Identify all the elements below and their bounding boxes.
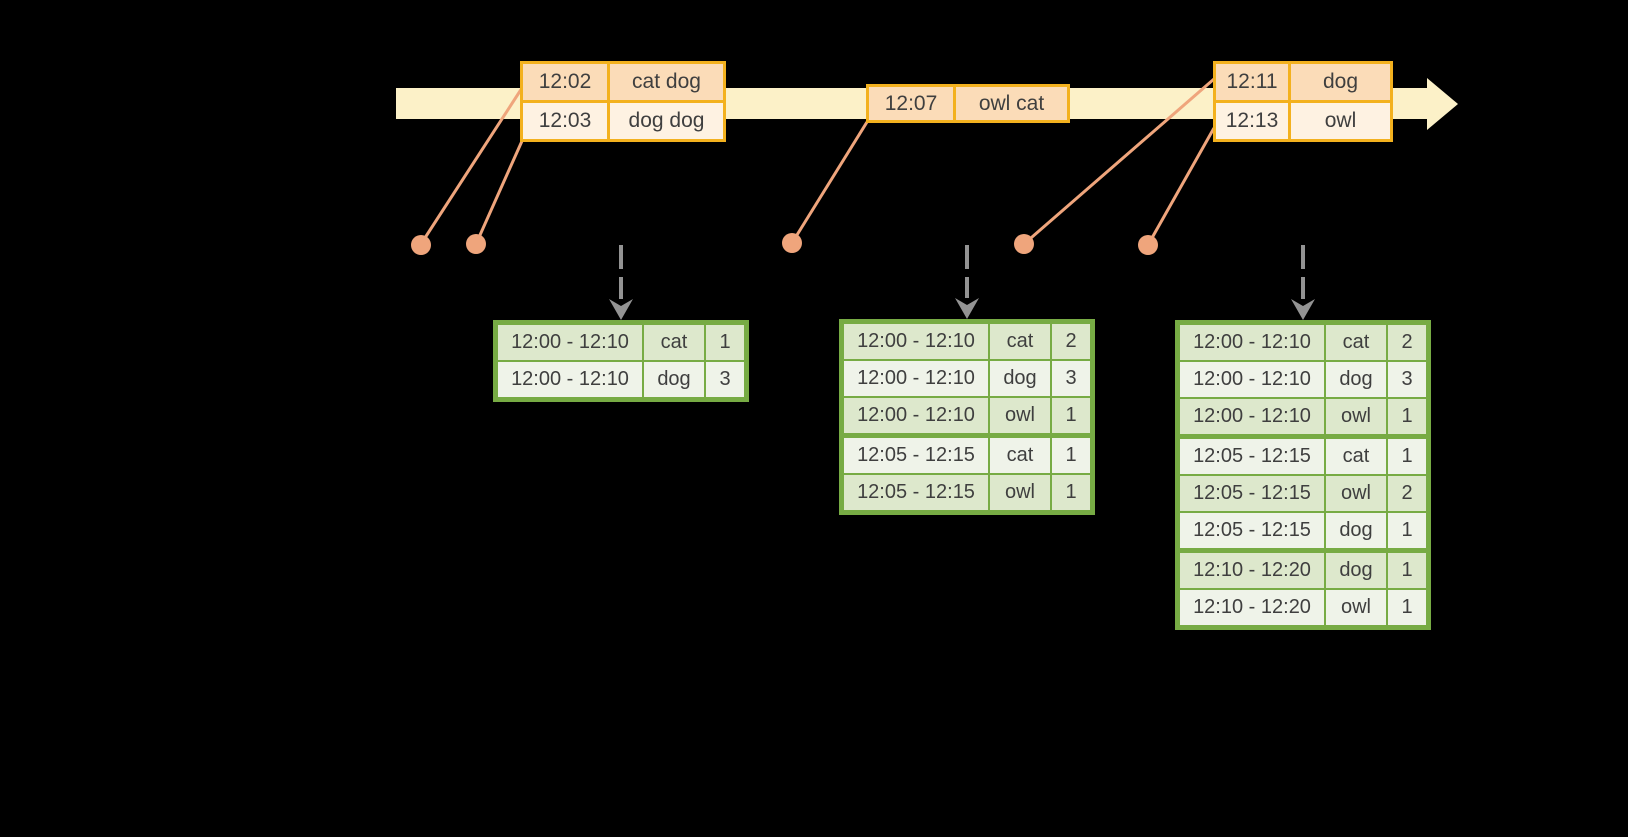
result-table-2: 12:00 - 12:10 cat 2 12:00 - 12:10 dog 3 … bbox=[839, 319, 1095, 515]
result-table-3: 12:00 - 12:10 cat 2 12:00 - 12:10 dog 3 … bbox=[1175, 320, 1431, 630]
event-row: 12:02 cat dog bbox=[523, 64, 723, 100]
event-dot-5 bbox=[1138, 235, 1158, 255]
connector-line-5 bbox=[1146, 127, 1216, 246]
word-cell: dog bbox=[990, 361, 1050, 396]
word-cell: owl bbox=[990, 398, 1050, 433]
event-dot-2 bbox=[466, 234, 486, 254]
window-cell: 12:05 - 12:15 bbox=[844, 438, 988, 473]
result-table-1: 12:00 - 12:10 cat 1 12:00 - 12:10 dog 3 bbox=[493, 320, 749, 402]
window-cell: 12:00 - 12:10 bbox=[1180, 399, 1324, 434]
count-cell: 1 bbox=[1052, 438, 1090, 473]
event-row: 12:13 owl bbox=[1216, 103, 1390, 139]
count-cell: 1 bbox=[1388, 399, 1426, 434]
result-row: 12:00 - 12:10 cat 2 bbox=[844, 324, 1090, 359]
window-cell: 12:10 - 12:20 bbox=[1180, 553, 1324, 588]
event-table-1: 12:02 cat dog 12:03 dog dog bbox=[520, 61, 726, 142]
window-cell: 12:00 - 12:10 bbox=[844, 398, 988, 433]
result-row: 12:05 - 12:15 dog 1 bbox=[1180, 513, 1426, 548]
connector-line-4 bbox=[1023, 77, 1215, 246]
event-row: 12:03 dog dog bbox=[523, 103, 723, 139]
arrow-down-icon bbox=[955, 298, 979, 319]
event-words-cell: dog bbox=[1291, 64, 1390, 100]
word-cell: owl bbox=[1326, 399, 1386, 434]
event-words-cell: cat dog bbox=[610, 64, 723, 100]
window-cell: 12:00 - 12:10 bbox=[498, 362, 642, 397]
window-cell: 12:05 - 12:15 bbox=[1180, 476, 1324, 511]
connector-line-2 bbox=[474, 140, 524, 245]
count-cell: 1 bbox=[706, 325, 744, 360]
result-row: 12:00 - 12:10 dog 3 bbox=[844, 361, 1090, 396]
count-cell: 2 bbox=[1388, 325, 1426, 360]
word-cell: cat bbox=[644, 325, 704, 360]
event-row: 12:07 owl cat bbox=[869, 87, 1067, 120]
window-cell: 12:05 - 12:15 bbox=[1180, 439, 1324, 474]
word-cell: owl bbox=[1326, 476, 1386, 511]
word-cell: cat bbox=[990, 438, 1050, 473]
event-words-cell: dog dog bbox=[610, 103, 723, 139]
word-cell: dog bbox=[1326, 362, 1386, 397]
event-row: 12:11 dog bbox=[1216, 64, 1390, 100]
event-time-cell: 12:13 bbox=[1216, 103, 1288, 139]
result-row: 12:00 - 12:10 dog 3 bbox=[1180, 362, 1426, 397]
result-row: 12:00 - 12:10 cat 2 bbox=[1180, 325, 1426, 360]
event-words-cell: owl bbox=[1291, 103, 1390, 139]
word-cell: dog bbox=[1326, 513, 1386, 548]
result-row: 12:05 - 12:15 cat 1 bbox=[1180, 439, 1426, 474]
result-row: 12:10 - 12:20 dog 1 bbox=[1180, 553, 1426, 588]
event-time-cell: 12:07 bbox=[869, 87, 953, 120]
event-time-cell: 12:11 bbox=[1216, 64, 1288, 100]
count-cell: 2 bbox=[1388, 476, 1426, 511]
result-row: 12:00 - 12:10 cat 1 bbox=[498, 325, 744, 360]
result-row: 12:05 - 12:15 owl 2 bbox=[1180, 476, 1426, 511]
arrow-down-icon bbox=[609, 299, 633, 320]
result-row: 12:00 - 12:10 owl 1 bbox=[1180, 399, 1426, 434]
window-cell: 12:00 - 12:10 bbox=[844, 361, 988, 396]
window-cell: 12:00 - 12:10 bbox=[498, 325, 642, 360]
word-cell: owl bbox=[990, 475, 1050, 510]
count-cell: 2 bbox=[1052, 324, 1090, 359]
trigger-arrow-3 bbox=[1291, 245, 1315, 320]
event-time-cell: 12:02 bbox=[523, 64, 607, 100]
event-table-2: 12:07 owl cat bbox=[866, 84, 1070, 123]
count-cell: 3 bbox=[1388, 362, 1426, 397]
timeline-arrowhead-icon bbox=[1427, 78, 1458, 130]
event-time-cell: 12:03 bbox=[523, 103, 607, 139]
window-cell: 12:00 - 12:10 bbox=[1180, 362, 1324, 397]
result-row: 12:05 - 12:15 owl 1 bbox=[844, 475, 1090, 510]
window-cell: 12:05 - 12:15 bbox=[844, 475, 988, 510]
result-row: 12:00 - 12:10 owl 1 bbox=[844, 398, 1090, 433]
count-cell: 1 bbox=[1388, 513, 1426, 548]
window-cell: 12:05 - 12:15 bbox=[1180, 513, 1324, 548]
count-cell: 1 bbox=[1388, 553, 1426, 588]
result-row: 12:10 - 12:20 owl 1 bbox=[1180, 590, 1426, 625]
window-cell: 12:00 - 12:10 bbox=[1180, 325, 1324, 360]
word-cell: dog bbox=[1326, 553, 1386, 588]
connector-line-1 bbox=[419, 87, 524, 245]
trigger-arrow-2 bbox=[955, 245, 979, 319]
event-dot-3 bbox=[782, 233, 802, 253]
event-words-cell: owl cat bbox=[956, 87, 1067, 120]
word-cell: cat bbox=[1326, 439, 1386, 474]
connector-line-3 bbox=[790, 121, 869, 244]
word-cell: cat bbox=[990, 324, 1050, 359]
count-cell: 1 bbox=[1388, 439, 1426, 474]
event-dot-4 bbox=[1014, 234, 1034, 254]
count-cell: 1 bbox=[1052, 475, 1090, 510]
window-cell: 12:00 - 12:10 bbox=[844, 324, 988, 359]
count-cell: 1 bbox=[1052, 398, 1090, 433]
result-row: 12:00 - 12:10 dog 3 bbox=[498, 362, 744, 397]
result-row: 12:05 - 12:15 cat 1 bbox=[844, 438, 1090, 473]
event-table-3: 12:11 dog 12:13 owl bbox=[1213, 61, 1393, 142]
arrow-down-icon bbox=[1291, 299, 1315, 320]
count-cell: 3 bbox=[1052, 361, 1090, 396]
window-cell: 12:10 - 12:20 bbox=[1180, 590, 1324, 625]
word-cell: owl bbox=[1326, 590, 1386, 625]
event-dot-1 bbox=[411, 235, 431, 255]
trigger-arrow-1 bbox=[609, 245, 633, 320]
word-cell: dog bbox=[644, 362, 704, 397]
count-cell: 1 bbox=[1388, 590, 1426, 625]
word-cell: cat bbox=[1326, 325, 1386, 360]
count-cell: 3 bbox=[706, 362, 744, 397]
